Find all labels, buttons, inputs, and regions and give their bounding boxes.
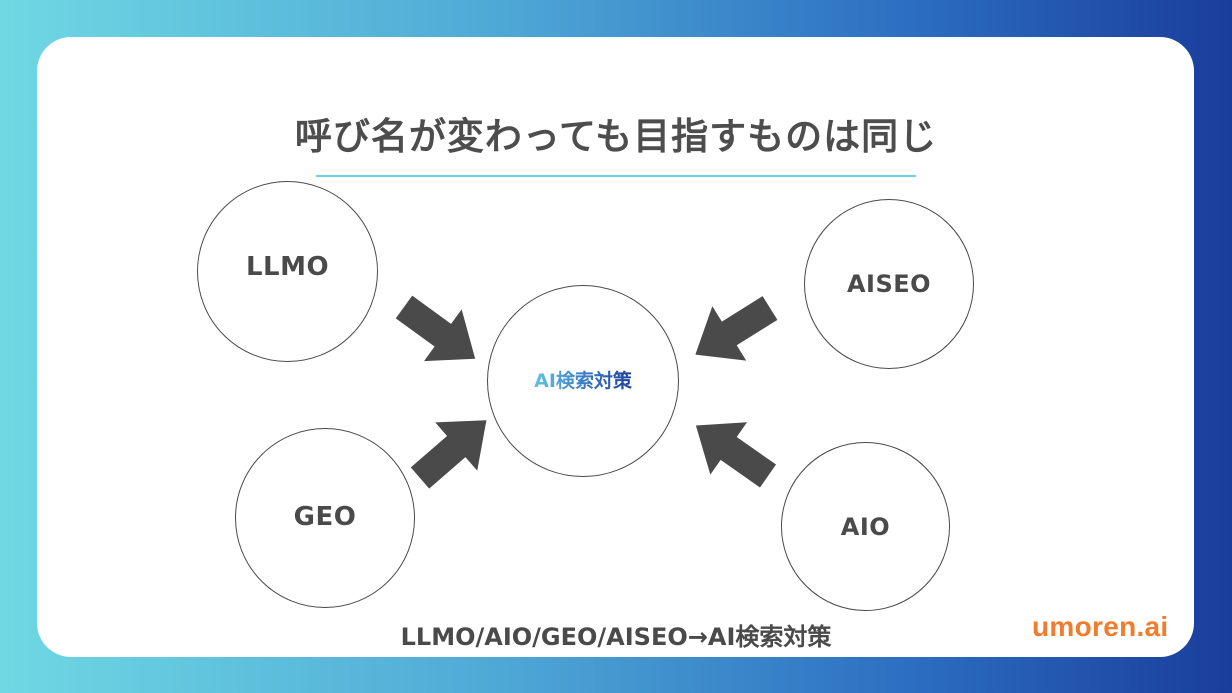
arrow-aio-to-center xyxy=(677,399,787,503)
brand-logo: umoren.ai xyxy=(1032,611,1169,642)
node-aiseo: AISEO xyxy=(804,199,974,369)
node-geo-label: GEO xyxy=(293,502,357,532)
slide-title: 呼び名が変わっても目指すものは同じ xyxy=(294,115,938,158)
footer-caption: LLMO/AIO/GEO/AISEO→AI検索対策 xyxy=(400,623,832,651)
node-aio: AIO xyxy=(781,442,950,611)
title-underline xyxy=(316,175,916,177)
arrow-aiseo-to-center xyxy=(678,280,787,382)
node-center: AI検索対策 xyxy=(487,285,679,477)
node-llmo: LLMO xyxy=(197,181,378,362)
node-aio-label: AIO xyxy=(840,512,891,541)
arrow-geo-to-center xyxy=(399,396,508,503)
arrow-llmo-to-center xyxy=(385,281,495,385)
node-geo: GEO xyxy=(235,428,415,608)
node-aiseo-label: AISEO xyxy=(846,270,932,298)
center-label: AI検索対策 xyxy=(534,366,632,393)
node-llmo-label: LLMO xyxy=(245,251,330,282)
